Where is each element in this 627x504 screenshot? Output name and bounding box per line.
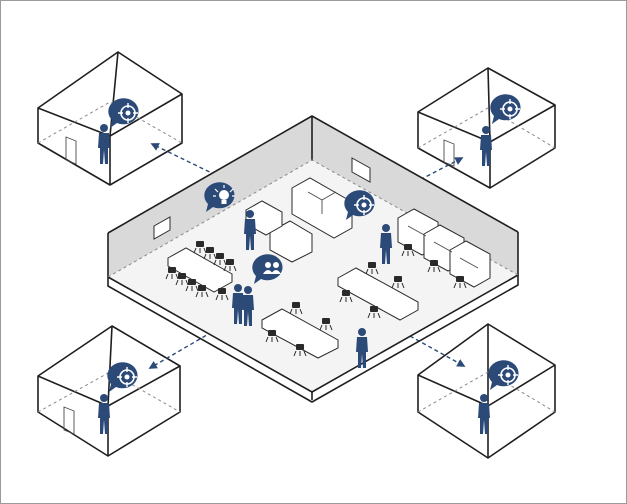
bench-desk-right (337, 267, 419, 321)
central-office (107, 115, 519, 403)
house-top-left (37, 51, 183, 186)
wall-screen-right (351, 157, 371, 183)
target-icon (488, 360, 519, 390)
reception-desk (269, 220, 313, 263)
target-icon (108, 98, 139, 128)
house-bottom-right (417, 323, 556, 459)
target-icon (490, 94, 521, 124)
target-icon (107, 362, 138, 392)
arrow-to-bottom-left (148, 331, 213, 369)
wall-screen-left (153, 216, 171, 240)
remote-worker-figure (98, 124, 110, 164)
target-icon (344, 190, 375, 220)
cubicles (397, 208, 491, 288)
people-icon (252, 254, 283, 284)
house-bottom-left (37, 325, 181, 457)
lightbulb-icon (204, 182, 235, 212)
house-top-right (417, 67, 556, 189)
meeting-table-left (167, 247, 233, 293)
arrow-to-top-left (150, 143, 223, 179)
bench-desk-front (261, 308, 339, 359)
